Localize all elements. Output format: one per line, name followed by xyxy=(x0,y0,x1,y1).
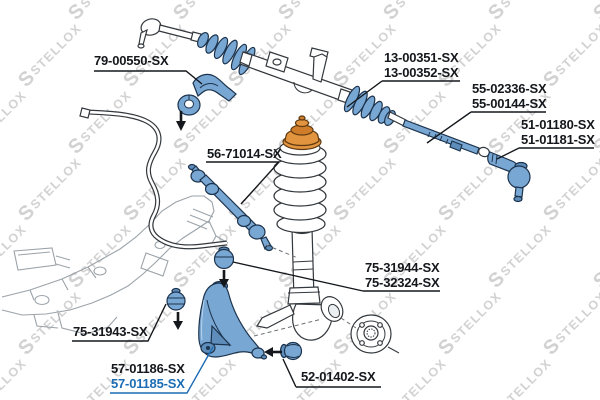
strut-assembly-drawing xyxy=(273,115,327,301)
part-label-boot-kit: 13-00351-SX 13-00352-SX xyxy=(384,50,459,80)
tie-rod-end-drawing xyxy=(487,151,531,203)
control-arm-drawing xyxy=(198,280,268,360)
subframe-drawing xyxy=(1,195,229,335)
stabilizer-clamp-drawing xyxy=(177,73,237,116)
part-label-stab-clamp: 79-00550-SX xyxy=(94,53,169,68)
part-label-front-bushing: 75-31943-SX xyxy=(73,324,148,339)
assembly-guide-lines xyxy=(253,244,360,337)
part-label-control-arm: 57-01186-SX 57-01185-SX xyxy=(111,361,185,391)
front-bushing-drawing xyxy=(166,287,186,311)
part-label-tie-rod-end: 51-01180-SX 51-01181-SX xyxy=(521,117,595,147)
steering-knuckle-drawing xyxy=(256,286,344,341)
axial-rod-drawing xyxy=(387,111,490,158)
stabilizer-link-drawing xyxy=(187,163,274,252)
part-label-rear-bushing: 52-01402-SX xyxy=(301,369,376,384)
part-label-stab-link: 56-71014-SX xyxy=(207,146,282,161)
strut-top-mount-drawing xyxy=(282,115,322,151)
label-leader-lines xyxy=(72,70,594,394)
part-label-axial-rod: 55-02336-SX 55-00144-SX xyxy=(472,81,547,111)
rear-bushing-drawing xyxy=(279,341,303,361)
steering-rack-drawing xyxy=(137,18,531,203)
assembly-arrows xyxy=(173,111,282,357)
stabilizer-bar-drawing xyxy=(79,107,228,250)
steering-boot-right xyxy=(343,85,397,127)
part-label-ball-joint: 75-31944-SX 75-32324-SX xyxy=(365,260,440,290)
ball-joint-drawing xyxy=(213,246,235,270)
wheel-hub-drawing xyxy=(350,314,400,354)
